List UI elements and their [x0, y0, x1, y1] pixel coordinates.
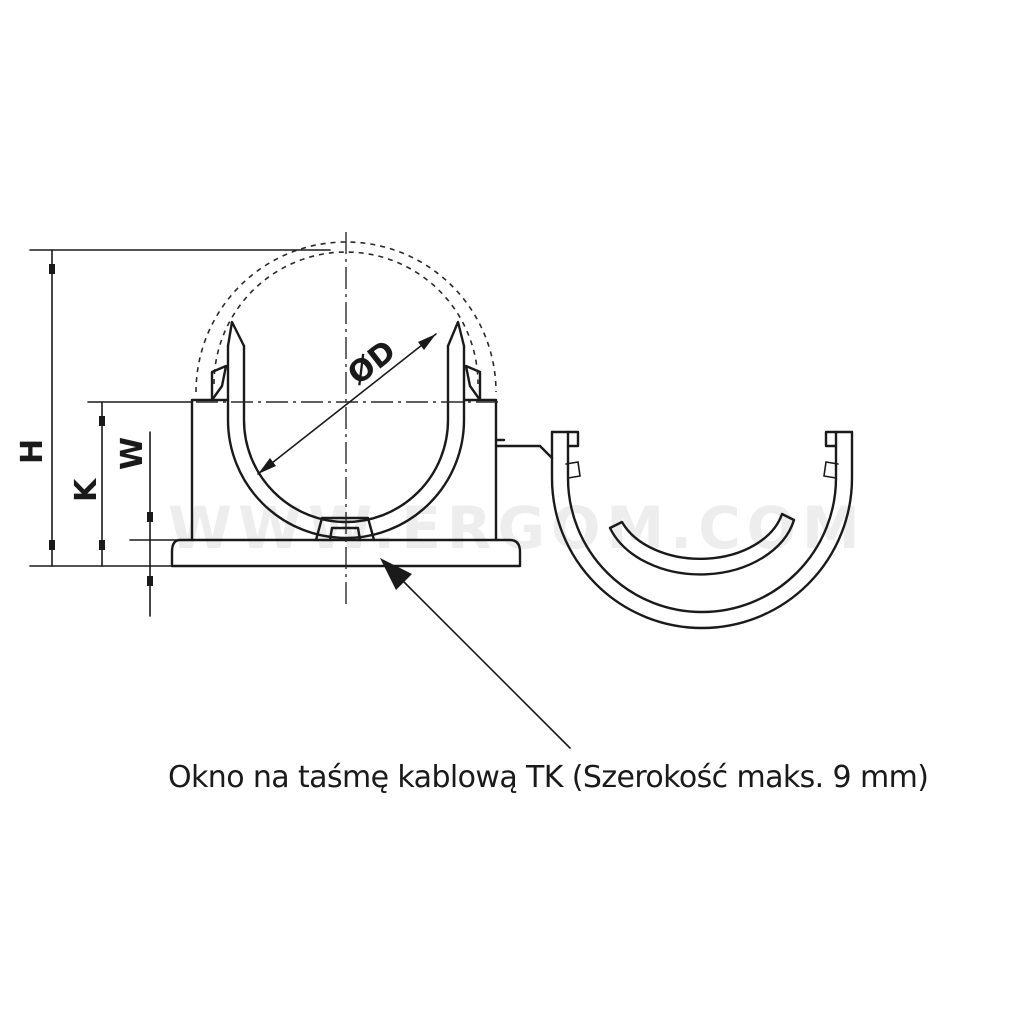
caption-text: Okno na taśmę kablową TK (Szerokość maks…: [168, 760, 929, 795]
diameter-dimension-line: [257, 333, 437, 475]
open-shell-inner: [566, 430, 838, 614]
clip-body-right: [462, 398, 498, 542]
w-tick-top: [147, 512, 153, 522]
k-label: K: [69, 477, 104, 502]
clip-body-left: [190, 398, 230, 542]
open-shell-top-left: [550, 430, 580, 448]
leader-line: [391, 569, 571, 749]
diameter-arrow-low: [258, 458, 276, 474]
latch-left: [210, 320, 246, 402]
k-tick-bottom: [99, 540, 105, 550]
open-shell-rib: [608, 512, 796, 576]
diameter-arrow-high: [418, 334, 436, 350]
k-tick-top: [99, 416, 105, 426]
latch-right: [446, 320, 482, 402]
shell-notch-right: [823, 461, 839, 479]
open-shell-top-right: [824, 430, 854, 448]
open-shell-outer: [550, 430, 854, 630]
min-pipe-outline: [213, 251, 479, 385]
base-plate: [170, 538, 522, 568]
h-tick-top: [49, 264, 55, 274]
shell-notch-left: [565, 461, 581, 479]
watermark-text: WWW.ERGOM.COM: [168, 494, 866, 562]
diameter-label: ØD: [341, 334, 402, 393]
max-pipe-outline: [195, 241, 497, 393]
h-tick-bottom: [49, 540, 55, 550]
w-label: W: [115, 437, 150, 470]
h-label: H: [15, 439, 50, 464]
cable-tie-window: [314, 516, 376, 542]
w-tick-bottom: [147, 576, 153, 586]
hinge-strap: [494, 438, 554, 460]
cradle-outer: [226, 344, 466, 540]
leader-arrowhead: [380, 558, 412, 590]
